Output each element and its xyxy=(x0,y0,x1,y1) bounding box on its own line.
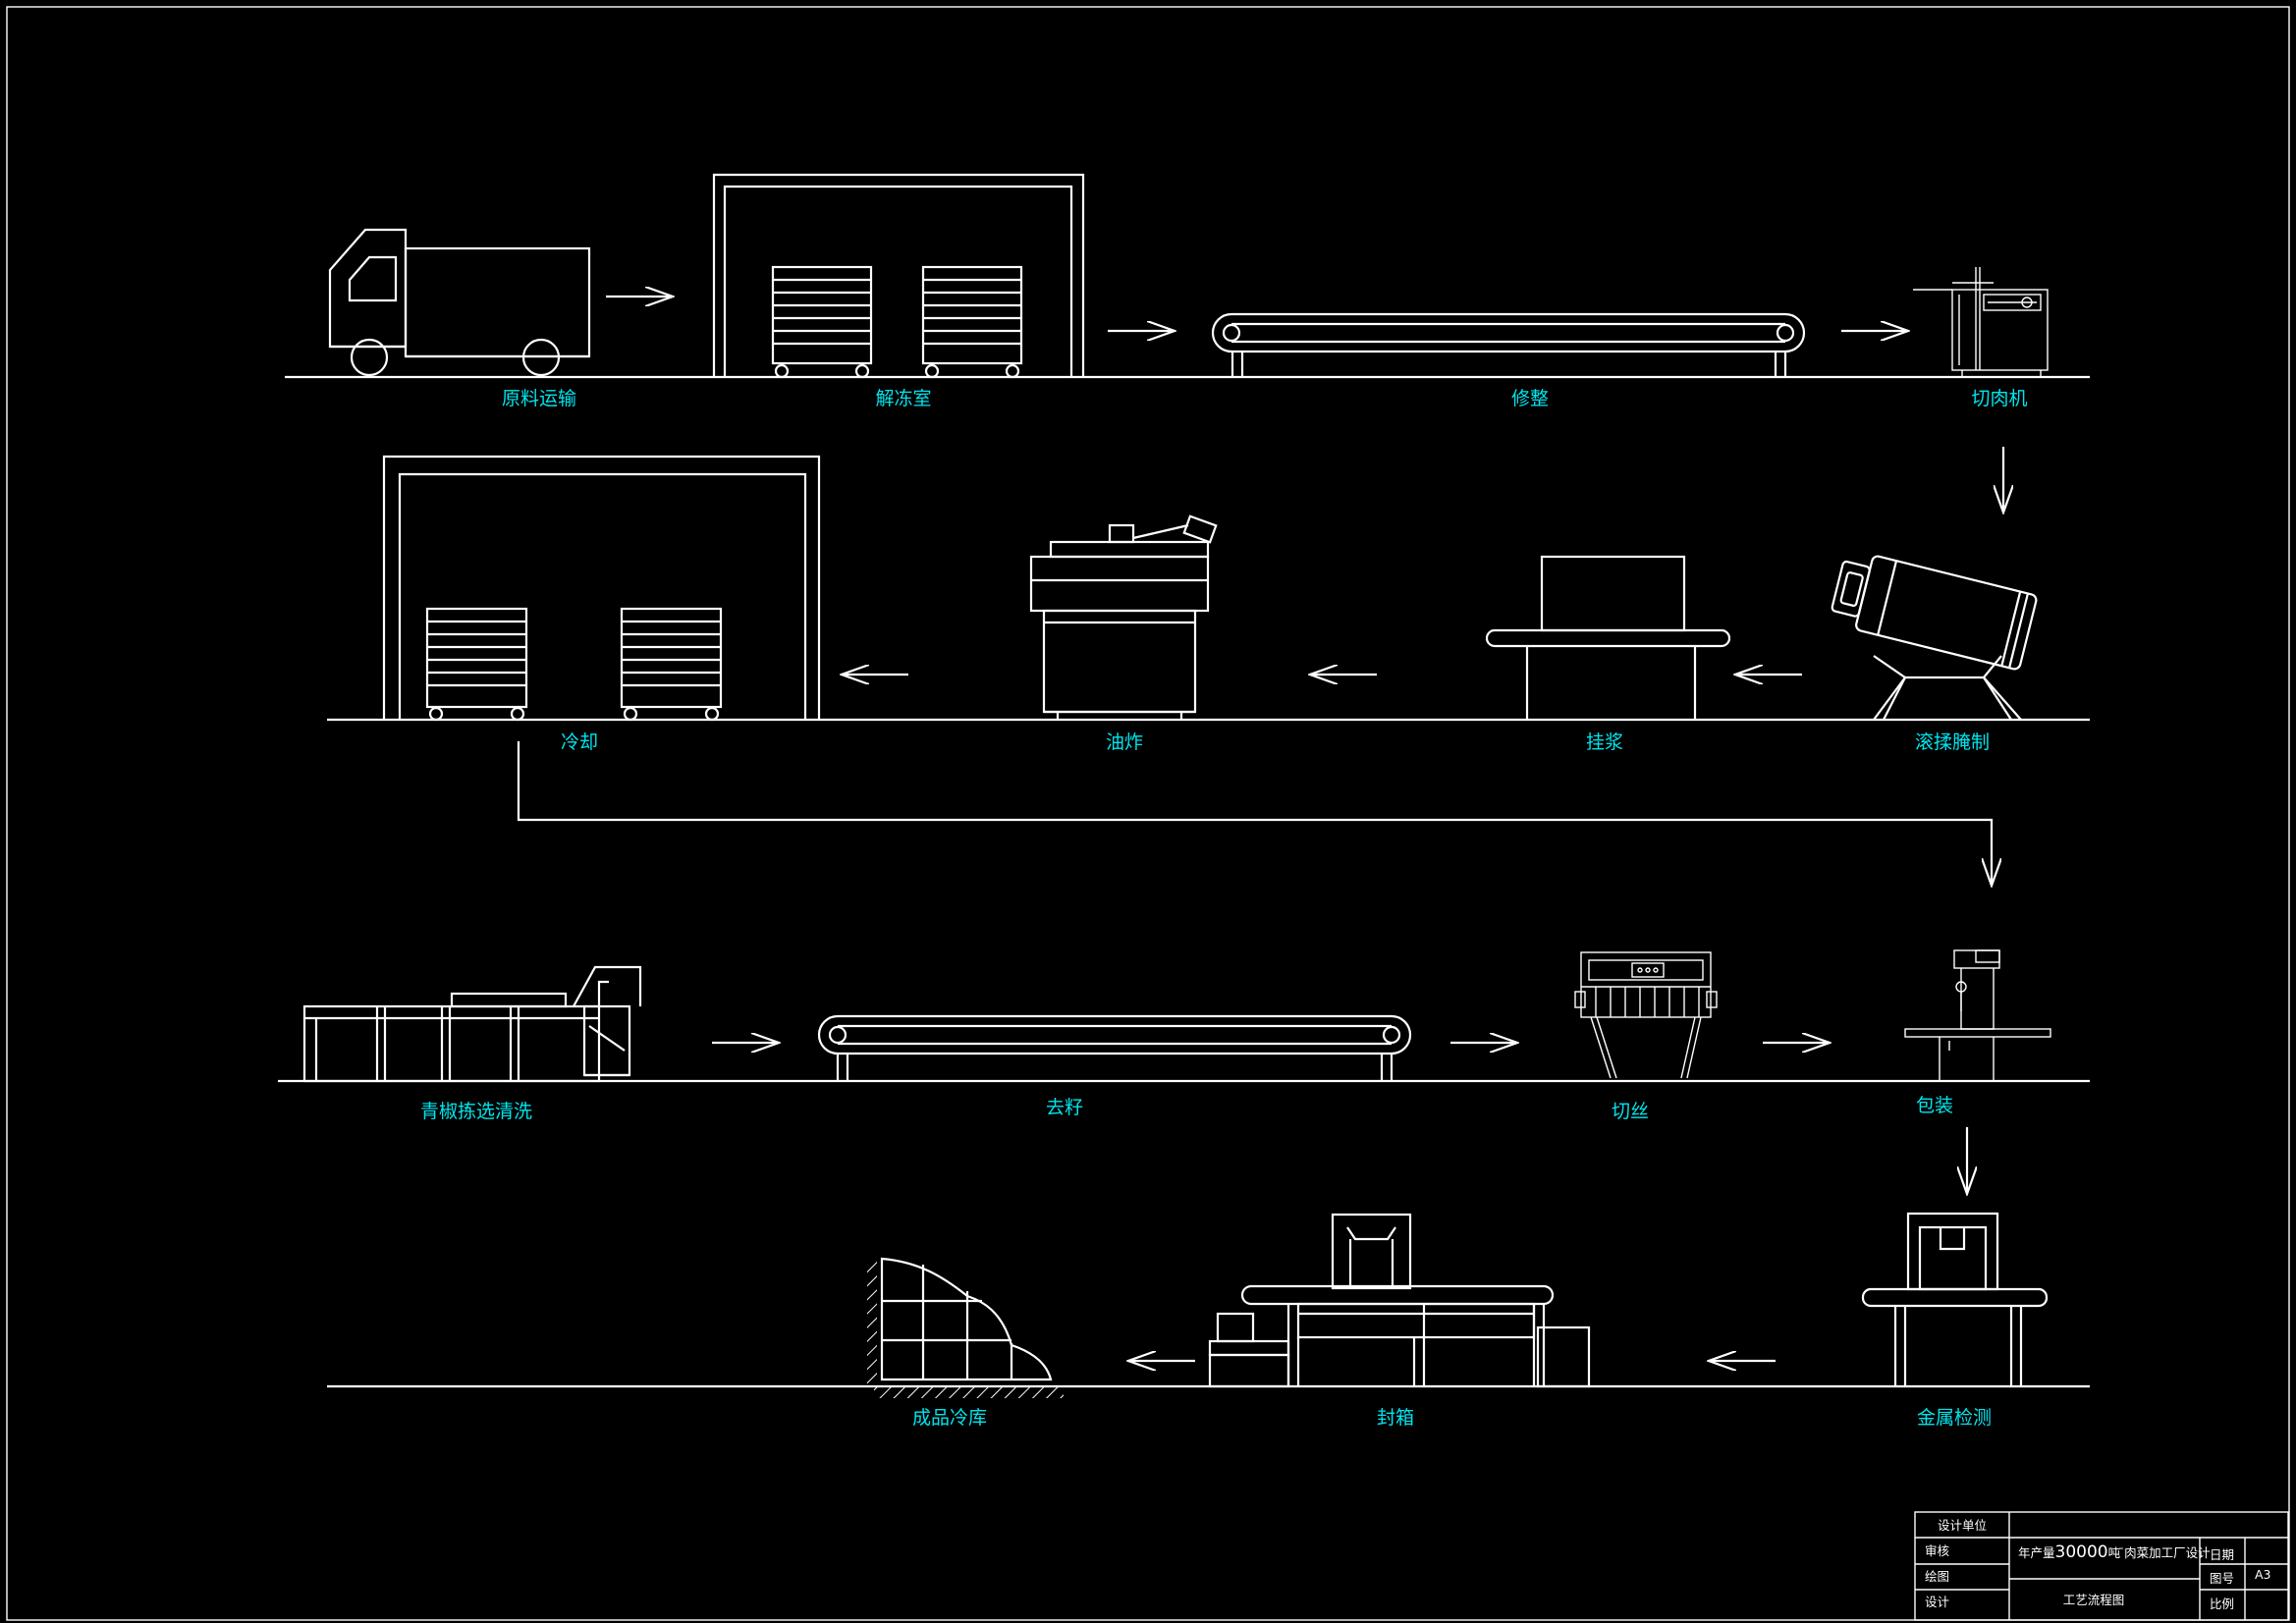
label-battering: 挂浆 xyxy=(1586,731,1623,753)
tb-drawing-name: 工艺流程图 xyxy=(2063,1593,2125,1607)
label-metal-detection: 金属检测 xyxy=(1917,1407,1992,1429)
washing-machine-icon xyxy=(302,965,642,1083)
cold-storage-icon xyxy=(867,1257,1064,1398)
tb-project-prefix: 年产量 xyxy=(2018,1545,2055,1560)
tb-date: 日期 xyxy=(2210,1547,2234,1562)
label-shredding: 切丝 xyxy=(1612,1101,1649,1122)
label-tumbling: 滚揉腌制 xyxy=(1915,731,1990,753)
trimming-conveyor-icon xyxy=(1211,312,1806,377)
tb-review: 审核 xyxy=(1925,1543,1950,1558)
tb-project-number: 30000 xyxy=(2055,1542,2108,1562)
tb-design-unit: 设计单位 xyxy=(1938,1518,1987,1533)
label-carton-sealing: 封箱 xyxy=(1377,1407,1414,1429)
label-packaging: 包装 xyxy=(1916,1095,1953,1116)
tb-drawing: 绘图 xyxy=(1925,1569,1949,1584)
truck-icon xyxy=(328,228,591,377)
tumbler-icon xyxy=(1831,555,2038,721)
deseeding-conveyor-icon xyxy=(817,1014,1412,1081)
label-pepper-washing: 青椒拣选清洗 xyxy=(420,1101,532,1122)
label-trimming: 修整 xyxy=(1511,388,1549,409)
packaging-machine-icon xyxy=(1904,949,2051,1081)
label-cold-storage: 成品冷库 xyxy=(912,1407,987,1429)
carton-sealer-icon xyxy=(1208,1213,1591,1388)
tb-drawing-no: 图号 xyxy=(2210,1571,2234,1586)
label-raw-transport: 原料运输 xyxy=(502,388,576,409)
label-meat-cutter: 切肉机 xyxy=(1971,388,2027,409)
label-thaw-room: 解冻室 xyxy=(875,388,931,409)
drawing-frame xyxy=(6,6,2290,1621)
title-block: 设计单位 审核 绘图 设计 年产量30000吨 ̄肉菜加工厂设计 工艺流程图 日… xyxy=(1914,1511,2289,1621)
tb-drawing-no-value: A3 xyxy=(2255,1567,2271,1582)
tb-design: 设计 xyxy=(1925,1595,1949,1609)
label-deseeding: 去籽 xyxy=(1046,1097,1083,1118)
fryer-icon xyxy=(1029,514,1218,720)
tb-project-suffix: 吨 ̄肉菜加工厂设计 xyxy=(2108,1545,2211,1560)
meat-cutter-icon xyxy=(1913,267,2049,377)
thaw-room-icon xyxy=(712,173,1085,379)
tb-scale: 比例 xyxy=(2210,1596,2234,1611)
arrow-8-to-packaging xyxy=(517,741,1992,886)
label-frying: 油炸 xyxy=(1106,731,1143,753)
tb-project-title: 年产量30000吨 ̄肉菜加工厂设计 xyxy=(2018,1542,2211,1562)
shredder-icon xyxy=(1574,951,1718,1079)
label-cooling: 冷却 xyxy=(561,731,598,753)
battering-machine-icon xyxy=(1485,555,1731,720)
metal-detector-icon xyxy=(1861,1212,2049,1386)
cooling-room-icon xyxy=(382,455,821,722)
